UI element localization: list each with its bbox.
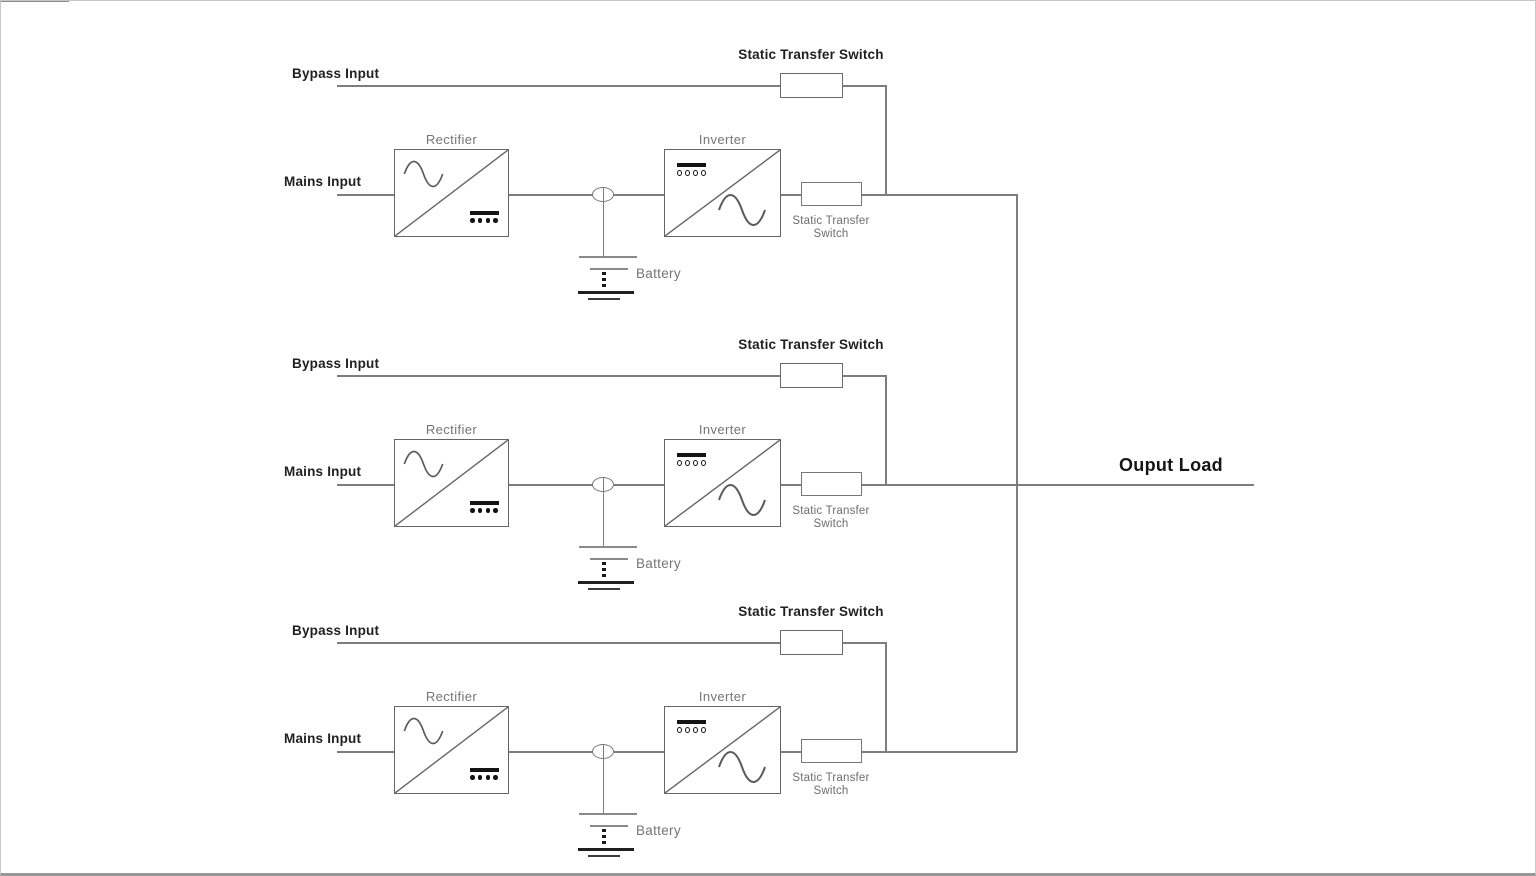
sine-wave-icon (403, 717, 444, 745)
mains-wire (337, 194, 394, 196)
inline-static-transfer-switch-box (801, 182, 862, 206)
module-output-wire (862, 194, 1017, 196)
sine-wave-icon (718, 751, 766, 783)
battery-wire (602, 744, 604, 814)
inverter-label: Inverter (698, 689, 747, 704)
dc-bar (470, 211, 499, 215)
bypass-wire (337, 375, 780, 377)
module-output-wire (862, 751, 1017, 753)
bypass-drop-wire (885, 85, 887, 195)
bypass-static-transfer-switch-box (780, 630, 843, 655)
output-bus-wire (1016, 194, 1018, 752)
rectifier-output-wire (509, 484, 593, 486)
bypass-wire (337, 85, 780, 87)
sine-wave-icon (403, 160, 444, 188)
dc-bar (470, 501, 499, 505)
bypass-static-transfer-switch-box (780, 73, 843, 98)
output-load-label: Ouput Load (1119, 455, 1223, 475)
dc-symbol-icon (677, 720, 706, 733)
battery-wire (602, 477, 604, 547)
mains-input-label: Mains Input (284, 731, 362, 746)
dc-bar (677, 720, 706, 724)
battery-wire (602, 187, 604, 257)
dc-dots (677, 170, 706, 176)
bypass-sts-output-wire (843, 642, 886, 644)
ups-module: Static Transfer Switch Bypass Input Main… (1, 601, 1535, 871)
dc-bar (470, 768, 499, 772)
diagonal-divider (395, 440, 508, 526)
rectifier-box (394, 706, 509, 794)
bypass-sts-title: Static Transfer Switch (738, 604, 884, 619)
battery-label: Battery (636, 266, 681, 281)
dc-bar (677, 163, 706, 167)
inline-sts-label: Static Transfer Switch (792, 505, 870, 530)
inverter-box (664, 149, 781, 237)
diagonal-divider (665, 150, 780, 236)
inverter-input-wire (614, 751, 664, 753)
rectifier-box (394, 149, 509, 237)
rectifier-label: Rectifier (425, 422, 478, 437)
inverter-output-wire (781, 484, 801, 486)
bypass-input-label: Bypass Input (292, 356, 380, 371)
dc-symbol-icon (470, 211, 499, 223)
inverter-output-wire (781, 751, 801, 753)
diagonal-divider (395, 707, 508, 793)
inverter-box (664, 706, 781, 794)
dc-symbol-icon (677, 163, 706, 176)
inverter-label: Inverter (698, 422, 747, 437)
dc-dots (677, 727, 706, 733)
inline-static-transfer-switch-box (801, 739, 862, 763)
rectifier-label: Rectifier (425, 689, 478, 704)
dc-symbol-icon (677, 453, 706, 466)
bypass-sts-title: Static Transfer Switch (738, 337, 884, 352)
bypass-drop-wire (885, 642, 887, 752)
diagonal-divider (665, 440, 780, 526)
ups-module: Static Transfer Switch Bypass Input Main… (1, 44, 1535, 314)
diagonal-divider (665, 707, 780, 793)
rectifier-output-wire (509, 751, 593, 753)
inline-sts-label: Static Transfer Switch (792, 772, 870, 797)
bypass-input-label: Bypass Input (292, 66, 380, 81)
bypass-input-label: Bypass Input (292, 623, 380, 638)
dc-symbol-icon (470, 768, 499, 780)
inverter-label: Inverter (698, 132, 747, 147)
stray-line-segment (1, 1, 69, 3)
dc-dots (470, 508, 499, 513)
bypass-sts-output-wire (843, 375, 886, 377)
module-output-wire (862, 484, 1254, 486)
battery-label: Battery (636, 823, 681, 838)
mains-wire (337, 484, 394, 486)
sine-wave-icon (403, 450, 444, 478)
rectifier-output-wire (509, 194, 593, 196)
rectifier-box (394, 439, 509, 527)
sine-wave-icon (718, 484, 766, 516)
mains-input-label: Mains Input (284, 174, 362, 189)
bypass-static-transfer-switch-box (780, 363, 843, 388)
bypass-sts-title: Static Transfer Switch (738, 47, 884, 62)
dc-symbol-icon (470, 501, 499, 513)
mains-wire (337, 751, 394, 753)
rectifier-label: Rectifier (425, 132, 478, 147)
dc-dots (677, 460, 706, 466)
battery-label: Battery (636, 556, 681, 571)
dc-dots (470, 218, 499, 223)
inverter-input-wire (614, 484, 664, 486)
dc-bar (677, 453, 706, 457)
diagonal-divider (395, 150, 508, 236)
inverter-output-wire (781, 194, 801, 196)
bypass-wire (337, 642, 780, 644)
dc-dots (470, 775, 499, 780)
inline-static-transfer-switch-box (801, 472, 862, 496)
mains-input-label: Mains Input (284, 464, 362, 479)
sine-wave-icon (718, 194, 766, 226)
bypass-sts-output-wire (843, 85, 886, 87)
ups-module: Static Transfer Switch Bypass Input Main… (1, 334, 1535, 604)
bypass-drop-wire (885, 375, 887, 485)
inline-sts-label: Static Transfer Switch (792, 215, 870, 240)
inverter-input-wire (614, 194, 664, 196)
inverter-box (664, 439, 781, 527)
